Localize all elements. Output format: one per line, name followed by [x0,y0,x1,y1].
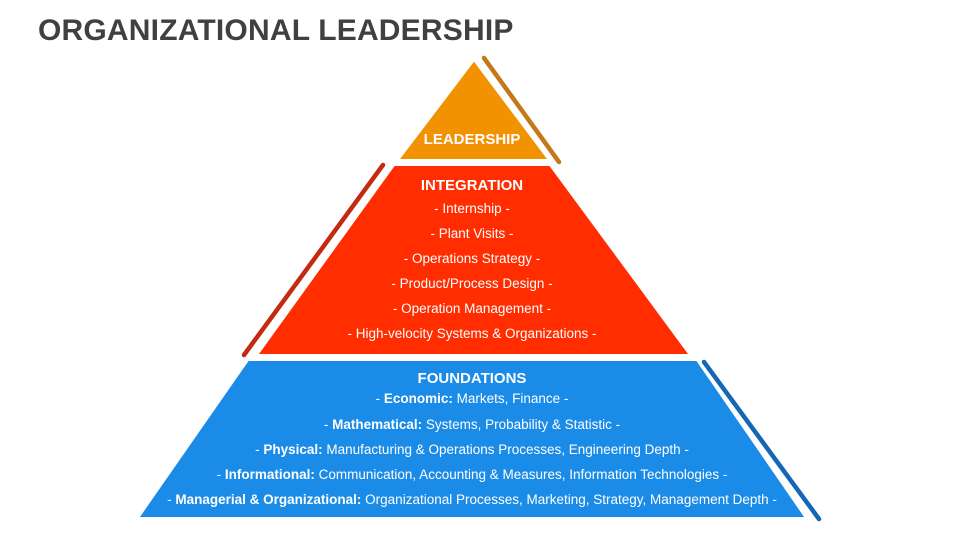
tier-leadership: LEADERSHIP [395,55,562,165]
foundations-item-bold: Informational: [225,467,315,482]
foundations-item-prefix: - [324,417,332,432]
foundations-item: - Economic: Markets, Finance - [376,391,569,406]
foundations-item-rest: Organizational Processes, Marketing, Str… [361,492,776,507]
foundations-item-bold: Economic: [384,391,453,406]
foundations-item-rest: Communication, Accounting & Measures, In… [315,467,727,482]
foundations-trapezoid [136,359,808,519]
foundations-accent-stripe [701,359,822,522]
leadership-triangle [395,58,551,161]
integration-accent-stripe [241,162,386,358]
integration-items: - Internship - - Plant Visits - - Operatio… [347,201,596,341]
foundations-item-bold: Managerial & Organizational: [175,492,361,507]
foundations-item-bold: Mathematical: [332,417,422,432]
leadership-accent-stripe [481,55,562,165]
tier-foundations: FOUNDATIONS - Economic: Markets, Finance… [136,359,822,522]
integration-item: - Operation Management - [393,301,551,316]
integration-item: - Internship - [434,201,510,216]
foundations-item: - Managerial & Organizational: Organizat… [167,492,777,507]
integration-item: - Operations Strategy - [404,251,541,266]
foundations-items: - Economic: Markets, Finance -- Mathemat… [167,391,777,507]
integration-title: INTEGRATION [421,177,523,194]
integration-item: - Product/Process Design - [391,276,552,291]
foundations-title: FOUNDATIONS [418,370,527,387]
tier-integration: INTEGRATION - Internship - - Plant Visits… [241,162,692,358]
foundations-item-rest: Markets, Finance - [453,391,569,406]
foundations-item: - Mathematical: Systems, Probability & S… [324,417,620,432]
foundations-item: - Informational: Communication, Accounti… [217,467,728,482]
foundations-item-prefix: - [255,442,263,457]
integration-item: - High-velocity Systems & Organizations … [347,326,596,341]
foundations-item: - Physical: Manufacturing & Operations P… [255,442,689,457]
foundations-item-prefix: - [167,492,175,507]
integration-item: - Plant Visits - [430,226,513,241]
page-title: ORGANIZATIONAL LEADERSHIP [38,14,514,47]
integration-trapezoid [255,164,692,356]
foundations-item-rest: Systems, Probability & Statistic - [422,417,620,432]
foundations-item-bold: Physical: [263,442,322,457]
foundations-item-rest: Manufacturing & Operations Processes, En… [323,442,689,457]
foundations-item-prefix: - [217,467,225,482]
foundations-item-prefix: - [376,391,384,406]
leadership-label: LEADERSHIP [424,131,521,148]
